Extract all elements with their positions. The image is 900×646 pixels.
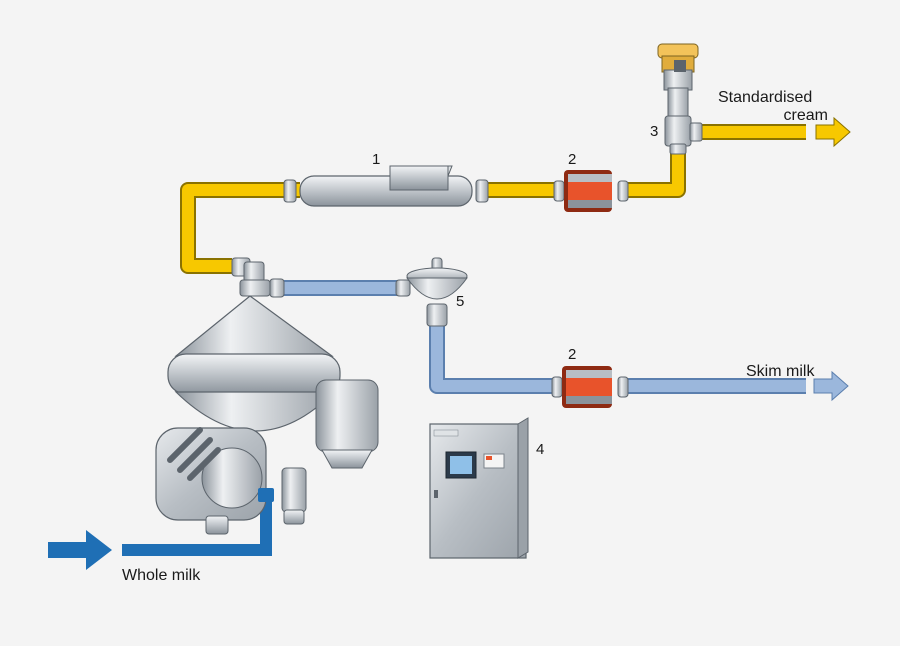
label-cream: cream — [784, 107, 828, 124]
label-skim-milk: Skim milk — [746, 363, 815, 380]
label-whole-milk: Whole milk — [122, 567, 201, 584]
separator — [155, 257, 379, 535]
whole-milk-pipe — [122, 500, 272, 556]
control-valve — [657, 43, 703, 155]
number-control-panel: 4 — [536, 441, 544, 458]
cream-pipe — [180, 124, 806, 274]
whole-milk-arrow — [48, 530, 112, 570]
flow-meter — [283, 165, 489, 207]
skim-arrow — [813, 370, 849, 402]
number-constant-pressure-valve: 5 — [456, 293, 464, 310]
cream-arrow — [815, 116, 851, 148]
control-panel — [429, 417, 529, 559]
density-meter-skim — [551, 366, 629, 408]
skim-pipe — [280, 280, 806, 394]
density-meter-cream — [553, 170, 629, 212]
number-density-meter-cream: 2 — [568, 151, 576, 168]
number-flow-meter: 1 — [372, 151, 380, 168]
number-control-valve: 3 — [650, 123, 658, 140]
constant-pressure-valve — [395, 257, 468, 327]
label-standardised: Standardised — [718, 89, 812, 106]
number-density-meter-skim: 2 — [568, 346, 576, 363]
